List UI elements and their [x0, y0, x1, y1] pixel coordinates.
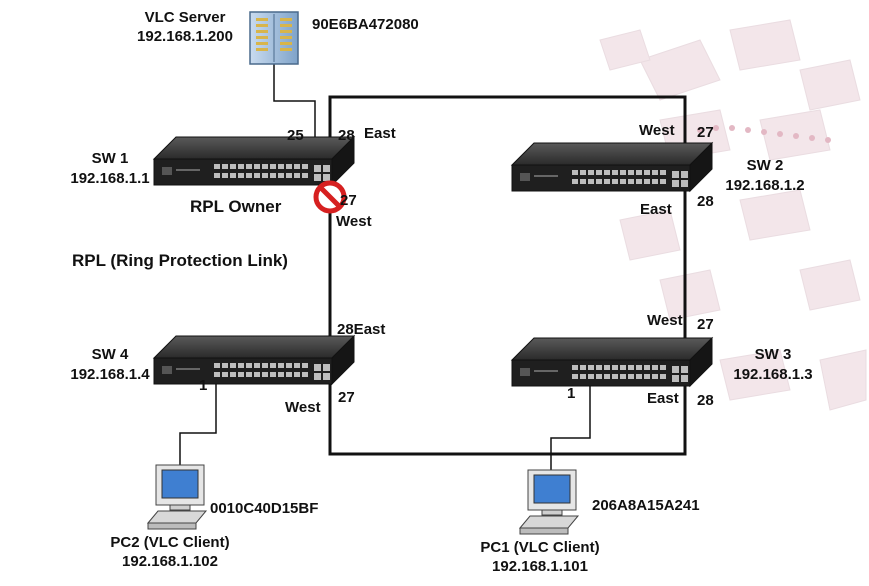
sw3-west-label: West [647, 312, 683, 329]
rpl-caption: RPL (Ring Protection Link) [72, 251, 288, 270]
switch-icon [153, 136, 355, 186]
server-name: VLC Server [144, 9, 226, 26]
pc2-mac: 0010C40D15BF [210, 500, 319, 517]
computer-icon [147, 464, 207, 530]
sw3-ip: 192.168.1.3 [733, 366, 813, 383]
background-globe-decoration [599, 19, 867, 411]
sw2-east-label: East [640, 201, 672, 218]
pc1-cable [550, 377, 591, 472]
pc1-mac: 206A8A15A241 [592, 497, 700, 514]
sw1-east-port: 28 [338, 127, 355, 144]
sw3-name: SW 3 [754, 346, 792, 363]
sw1-role: RPL Owner [190, 197, 282, 216]
sw2-name: SW 2 [746, 157, 784, 174]
sw1-east-label: East [364, 125, 396, 142]
pc2-cable [179, 377, 217, 468]
sw1-name: SW 1 [91, 150, 129, 167]
switch-icon [511, 337, 713, 387]
blocked-icon [313, 180, 347, 214]
sw2-west-port: 27 [697, 124, 714, 141]
pc2-name: PC2 (VLC Client) [110, 534, 230, 551]
server-uplink-cable [273, 64, 316, 170]
sw4-name: SW 4 [91, 346, 129, 363]
sw4-ip: 192.168.1.4 [70, 366, 150, 383]
sw4-east-label: 28East [337, 321, 386, 338]
server-icon [249, 11, 299, 65]
server-port: 25 [287, 127, 304, 144]
sw3-client-port: 1 [567, 385, 576, 402]
sw2-ip: 192.168.1.2 [725, 177, 805, 194]
pc2-ip: 192.168.1.102 [122, 553, 218, 570]
sw1-west-label: West [336, 213, 372, 230]
sw4-west-port: 27 [338, 389, 355, 406]
pc1-name: PC1 (VLC Client) [480, 539, 600, 556]
switch-icon [511, 142, 713, 192]
sw3-west-port: 27 [697, 316, 714, 333]
pc1-ip: 192.168.1.101 [492, 558, 588, 575]
sw2-east-port: 28 [697, 193, 714, 210]
switch-icon [153, 335, 355, 385]
sw1-west-port: 27 [340, 192, 357, 209]
server-ip: 192.168.1.200 [137, 28, 233, 45]
server-mac: 90E6BA472080 [312, 16, 419, 33]
computer-icon [519, 469, 579, 535]
sw4-client-port: 1 [199, 377, 208, 394]
sw4-west-label: West [285, 399, 321, 416]
sw1-ip: 192.168.1.1 [70, 170, 150, 187]
sw3-east-label: East [647, 390, 679, 407]
sw3-east-port: 28 [697, 392, 714, 409]
background-globe-dots [697, 125, 831, 143]
sw2-west-label: West [639, 122, 675, 139]
ring-connection [328, 95, 687, 456]
